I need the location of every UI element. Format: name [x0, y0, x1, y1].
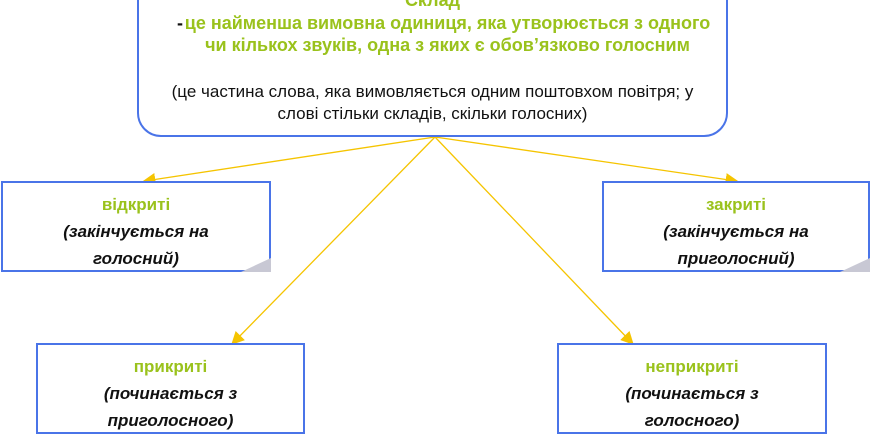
closed-label: закриті — [705, 195, 767, 214]
open-desc: (закінчується на голосний) — [63, 222, 209, 268]
arrow-to-open — [142, 136, 436, 186]
closed-desc: (закінчується на приголосний) — [663, 222, 809, 268]
open-syllable-box: відкриті (закінчується на голосний) — [1, 181, 271, 272]
covered-label: прикриті — [133, 357, 208, 376]
root-definition: - це найменша вимовна одиниця, яка утвор… — [177, 13, 711, 55]
dash-bullet: - — [177, 13, 183, 33]
uncovered-syllable-box: неприкриті (починається з голосного) — [557, 343, 827, 434]
arrow-to-closed — [434, 136, 739, 186]
folded-corner-icon — [241, 258, 271, 272]
connector-arrows — [142, 136, 739, 345]
arrow-to-uncovered — [434, 136, 634, 345]
folded-corner-icon — [840, 258, 870, 272]
arrow-to-covered — [231, 136, 436, 345]
open-label: відкриті — [101, 195, 171, 214]
uncovered-label: неприкриті — [645, 357, 739, 376]
covered-desc: (починається з приголосного) — [103, 384, 238, 430]
syllable-definition-box: Склад - це найменша вимовна одиниця, яка… — [137, 0, 728, 137]
covered-syllable-box: прикриті (починається з приголосного) — [36, 343, 305, 434]
root-title: Склад — [404, 0, 461, 10]
closed-syllable-box: закриті (закінчується на приголосний) — [602, 181, 870, 272]
uncovered-desc: (починається з голосного) — [625, 384, 759, 430]
root-note: (це частина слова, яка вимовляється одни… — [171, 82, 694, 123]
